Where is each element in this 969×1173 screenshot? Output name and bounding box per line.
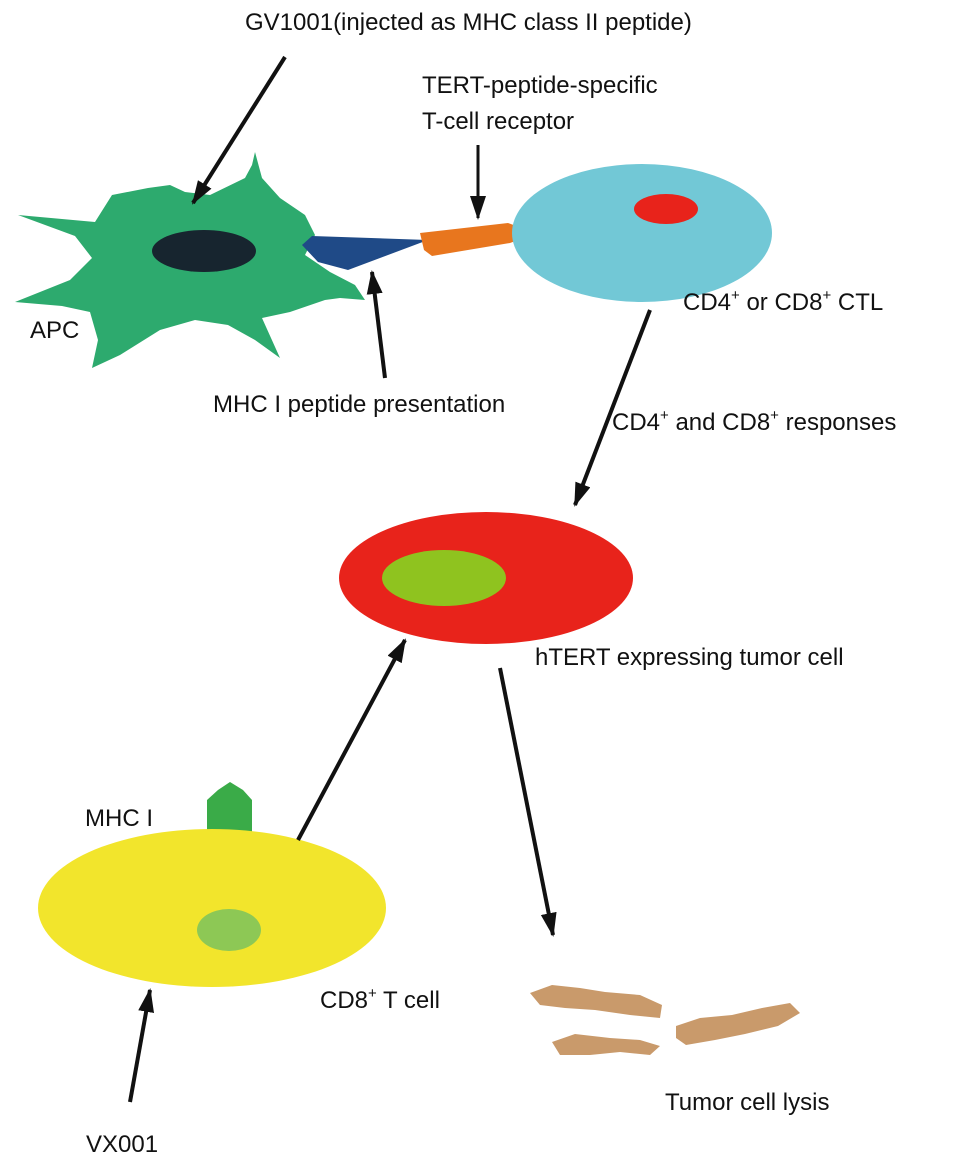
arrow-tcell-to-tumor (296, 638, 407, 841)
arrow-label-to-mhc-wedge (366, 270, 387, 379)
apc-label: APC (30, 317, 79, 344)
ctl-label: CD4+ or CD8+ CTL (683, 287, 883, 316)
vx001-label: VX001 (86, 1131, 158, 1158)
lysis-fragment-2 (552, 1034, 660, 1055)
ctl-cell (512, 164, 772, 302)
gv1001-label: GV1001(injected as MHC class II peptide) (245, 9, 692, 36)
tumor-nucleus (382, 550, 506, 606)
ctl-nucleus (634, 194, 698, 224)
tumor-cell-label: hTERT expressing tumor cell (535, 644, 844, 671)
arrow-ctl-to-tumor (573, 309, 652, 507)
cd8-t-cell-nucleus (197, 909, 261, 951)
tcr-label-line1: TERT-peptide-specific (422, 72, 658, 99)
mhc-peptide-wedge (302, 236, 428, 270)
mhc1-presentation-label: MHC I peptide presentation (213, 391, 505, 418)
cd8-t-cell-label: CD8+ T cell (320, 985, 440, 1014)
responses-label: CD4+ and CD8+ responses (612, 407, 896, 436)
mhc1-label: MHC I (85, 805, 153, 832)
lysis-label: Tumor cell lysis (665, 1089, 829, 1116)
arrow-gv1001-to-apc (191, 55, 287, 205)
cd8-t-cell (38, 829, 386, 987)
t-cell-receptor (420, 223, 522, 256)
arrow-tumor-to-lysis (498, 667, 557, 937)
apc-nucleus (152, 230, 256, 272)
lysis-fragment-3 (676, 1003, 800, 1045)
tcr-label-line2: T-cell receptor (422, 108, 574, 135)
arrow-vx001-to-tcell (128, 988, 155, 1103)
lysis-fragment-1 (530, 985, 662, 1018)
